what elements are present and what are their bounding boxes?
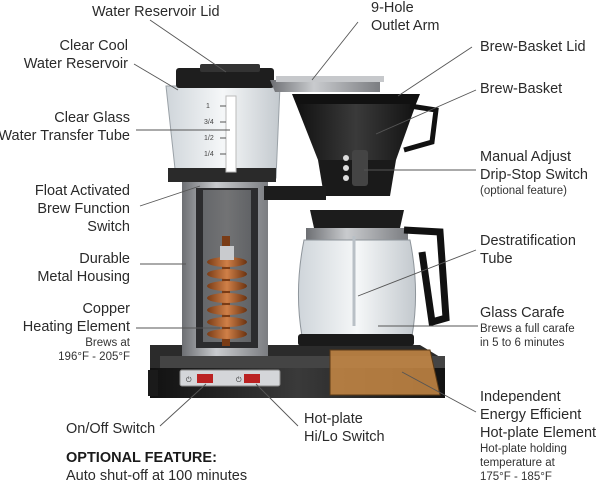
label-line: Independent [480, 389, 561, 405]
label-line: Drip-Stop Switch [480, 167, 588, 183]
label-float-activated-brew-function-switch: Float Activated Brew Function Switch [35, 182, 130, 236]
label-destratification-tube: Destratification Tube [480, 232, 576, 268]
label-brew-basket-lid: Brew-Basket Lid [480, 39, 586, 55]
optional-feature-title: OPTIONAL FEATURE: [66, 450, 217, 466]
brew-basket [292, 94, 439, 196]
on-off-switch-graphic [197, 374, 213, 383]
gauge-mark: 1 [206, 103, 210, 110]
label-line: Copper [82, 301, 130, 317]
label-line: Brew Function [37, 201, 130, 217]
label-line: Tube [480, 251, 513, 267]
label-note: 196°F - 205°F [58, 351, 130, 363]
label-line: Durable [79, 251, 130, 267]
reservoir-lid-graphic [176, 68, 274, 88]
label-line: Glass Carafe [480, 305, 565, 321]
label-line: Water Transfer Tube [0, 128, 130, 144]
drip-stop-switch-graphic [352, 150, 368, 186]
label-line: Clear Cool [59, 38, 129, 54]
label-line: Metal Housing [37, 269, 130, 285]
label-line: Switch [87, 219, 130, 235]
label-durable-metal-housing: Durable Metal Housing [37, 250, 130, 286]
label-line: Outlet Arm [371, 18, 440, 34]
hotplate-switch-graphic [244, 374, 260, 383]
label-outlet-arm: 9-Hole Outlet Arm [371, 0, 440, 35]
label-hotplate-element: Independent Energy Efficient Hot-plate E… [480, 388, 596, 484]
label-line: Hot-plate [304, 411, 363, 427]
label-note: (optional feature) [480, 185, 567, 197]
svg-text:⏻: ⏻ [186, 376, 192, 384]
label-line: Clear Glass [54, 110, 130, 126]
label-line: Hot-plate Element [480, 425, 597, 441]
copper-heating-element [207, 236, 247, 346]
gauge-mark: 1/2 [204, 135, 214, 142]
gauge-mark: 3/4 [204, 119, 214, 126]
label-line: Destratification [480, 233, 576, 249]
label-clear-cool-water-reservoir: Clear Cool Water Reservoir [24, 37, 128, 73]
outlet-arm [270, 76, 384, 92]
label-line: Hi/Lo Switch [304, 429, 385, 445]
label-line: Heating Element [22, 319, 130, 335]
label-hotplate-hi-lo-switch: Hot-plate Hi/Lo Switch [304, 410, 385, 446]
optional-feature-text: Auto shut-off at 100 minutes [66, 468, 248, 484]
gauge-mark: 1/4 [204, 151, 214, 158]
label-brew-basket: Brew-Basket [480, 81, 563, 97]
label-line: Float Activated [34, 183, 130, 199]
base-platform: ⏻ ⏻ [148, 345, 445, 398]
label-line: Energy Efficient [480, 407, 582, 423]
svg-text:⏻: ⏻ [236, 376, 242, 384]
label-note: Brews a full carafe [480, 323, 575, 335]
water-reservoir [165, 64, 281, 182]
label-copper-heating-element: Copper Heating Element Brews at 196°F - … [23, 300, 130, 364]
label-clear-glass-water-transfer-tube: Clear Glass Water Transfer Tube [0, 109, 130, 145]
leader-lines [133, 19, 478, 427]
label-line: Manual Adjust [480, 149, 572, 165]
label-note: 175°F - 185°F [480, 471, 552, 483]
reservoir-gauge: 1 3/4 1/2 1/4 [204, 103, 226, 158]
label-line: Water Reservoir [23, 56, 128, 72]
label-manual-adjust-drip-stop-switch: Manual Adjust Drip-Stop Switch (optional… [480, 148, 588, 198]
glass-carafe [297, 210, 450, 346]
label-on-off-switch: On/Off Switch [66, 421, 156, 437]
label-water-reservoir-lid: Water Reservoir Lid [92, 4, 220, 20]
label-note: temperature at [480, 457, 555, 469]
label-note: in 5 to 6 minutes [480, 337, 565, 349]
label-note: Hot-plate holding [480, 443, 567, 455]
label-line: 9-Hole [371, 0, 414, 16]
label-note: Brews at [85, 337, 130, 349]
label-glass-carafe: Glass Carafe Brews a full carafe in 5 to… [480, 304, 575, 350]
hotplate-element-glow [330, 350, 440, 395]
brew-basket-lid-graphic [292, 94, 420, 104]
